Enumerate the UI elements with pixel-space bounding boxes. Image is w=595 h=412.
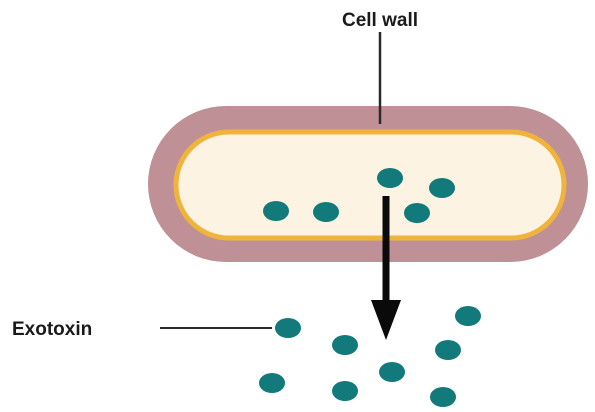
exotoxin-molecule (259, 373, 285, 393)
exotoxin-molecule (379, 362, 405, 382)
arrow-head (371, 300, 401, 340)
released-exotoxins (259, 306, 481, 407)
exotoxin-label: Exotoxin (12, 319, 92, 340)
exotoxin-molecule (332, 335, 358, 355)
cell-membrane (176, 132, 564, 238)
exotoxin-molecule (455, 306, 481, 326)
toxin-molecule (263, 201, 289, 221)
toxin-molecule (313, 202, 339, 222)
toxin-molecule (429, 178, 455, 198)
bacterial-cell (148, 106, 588, 262)
cell-wall-label: Cell wall (342, 10, 418, 31)
exotoxin-molecule (275, 318, 301, 338)
exotoxin-molecule (435, 340, 461, 360)
toxin-molecule (377, 168, 403, 188)
exotoxin-molecule (430, 387, 456, 407)
toxin-molecule (404, 203, 430, 223)
exotoxin-molecule (332, 381, 358, 401)
